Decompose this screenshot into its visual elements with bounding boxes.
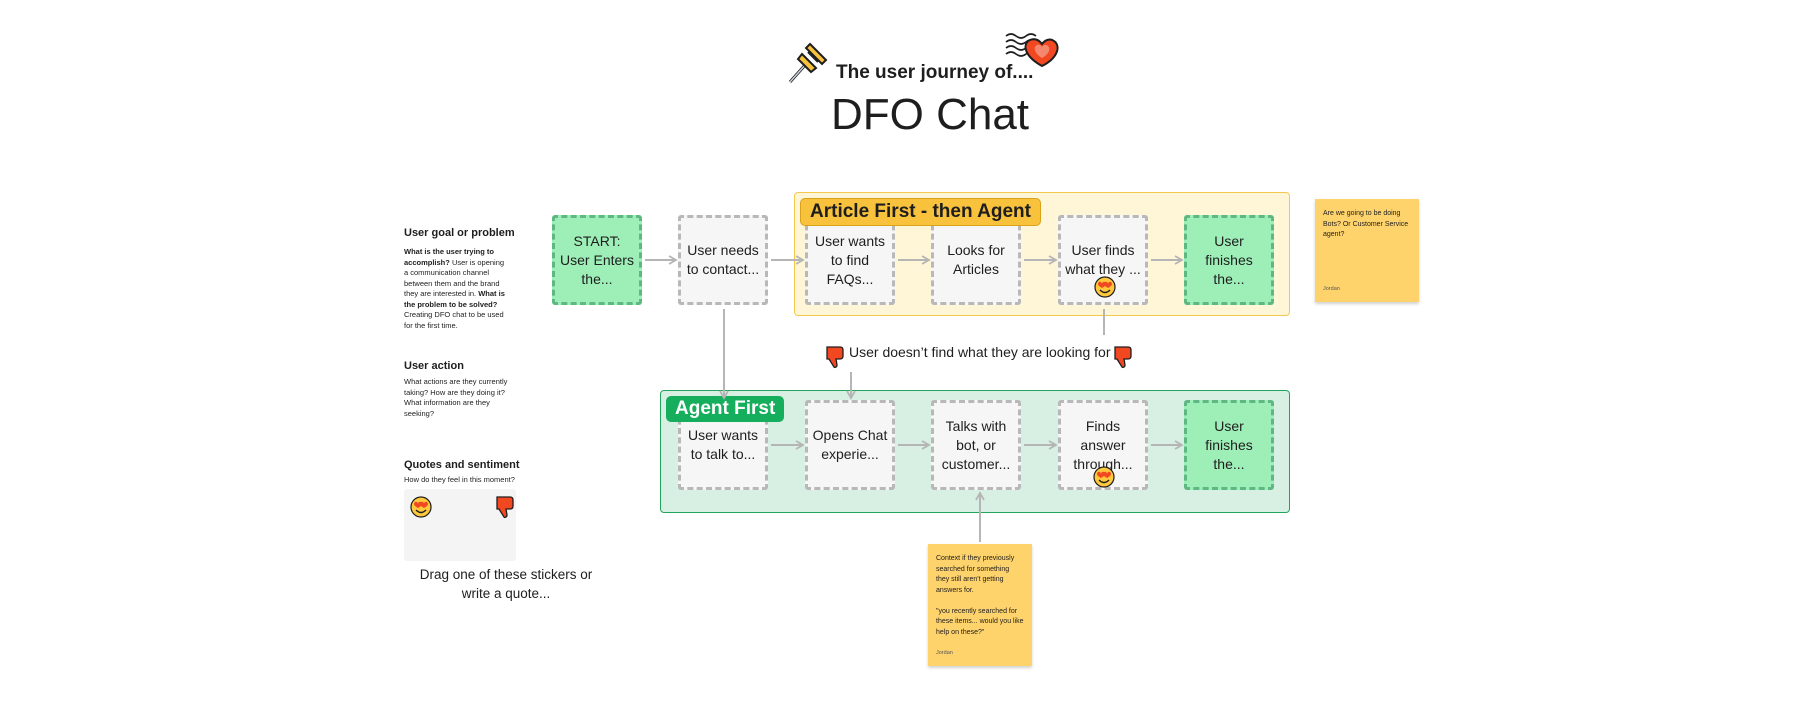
step-start[interactable]: START: User Enters the... — [552, 215, 642, 305]
heart-stamp-icon — [1004, 30, 1060, 75]
action-heading: User action — [404, 360, 464, 372]
article-first-tag: Article First - then Agent — [800, 198, 1041, 226]
step-find-faqs[interactable]: User wants to find FAQs... — [805, 215, 895, 305]
goal-question-1: What is the user trying to accomplish? — [404, 247, 495, 267]
goal-answer-1: User is opening a communication channel … — [404, 257, 505, 299]
goal-heading: User goal or problem — [404, 227, 515, 239]
agent-first-tag: Agent First — [666, 396, 785, 422]
step-talks-bot[interactable]: Talks with bot, or customer... — [931, 400, 1021, 490]
goal-text: What is the user trying to accomplish? U… — [404, 247, 509, 331]
sticky-note-context[interactable]: Context if they previously searched for … — [928, 544, 1032, 666]
step-needs-contact[interactable]: User needs to contact... — [678, 215, 768, 305]
drag-instructions: Drag one of these stickers or write a qu… — [419, 567, 593, 601]
sticky-note-text: Are we going to be doing Bots? Or Custom… — [1323, 210, 1409, 238]
page-title: DFO Chat — [830, 90, 1030, 139]
quotes-text: How do they feel in this moment? — [404, 475, 515, 484]
sticky-note-bots[interactable]: Are we going to be doing Bots? Or Custom… — [1315, 199, 1419, 302]
journey-subtitle: The user journey of.... — [836, 62, 1034, 83]
quotes-heading: Quotes and sentiment — [404, 459, 520, 471]
sticky-note-author: Jordan — [1323, 285, 1340, 292]
thumbs-down-icon[interactable] — [494, 495, 514, 524]
thumbs-down-icon — [1112, 345, 1132, 374]
goal-answer-2: Creating DFO chat to be used for the fir… — [404, 310, 504, 330]
sticky-note-author: Jordan — [936, 649, 953, 656]
not-found-note: User doesn’t find what they are looking … — [849, 344, 1111, 360]
heart-eyes-emoji-icon — [1093, 466, 1115, 493]
step-finishes-1[interactable]: User finishes the... — [1184, 215, 1274, 305]
action-text: What actions are they currently taking? … — [404, 377, 508, 418]
goal-question-2: What is the problem to be solved? — [404, 289, 505, 309]
step-opens-chat[interactable]: Opens Chat experie... — [805, 400, 895, 490]
thumbs-down-icon — [824, 345, 844, 374]
heart-eyes-emoji-icon — [1094, 276, 1116, 303]
pushpin-icon — [784, 36, 834, 91]
sticky-note-quote: "you recently searched for these items..… — [936, 607, 1024, 636]
sticky-note-text: Context if they previously searched for … — [936, 555, 1015, 594]
heart-eyes-emoji-icon[interactable] — [410, 496, 432, 523]
step-finishes-2[interactable]: User finishes the... — [1184, 400, 1274, 490]
